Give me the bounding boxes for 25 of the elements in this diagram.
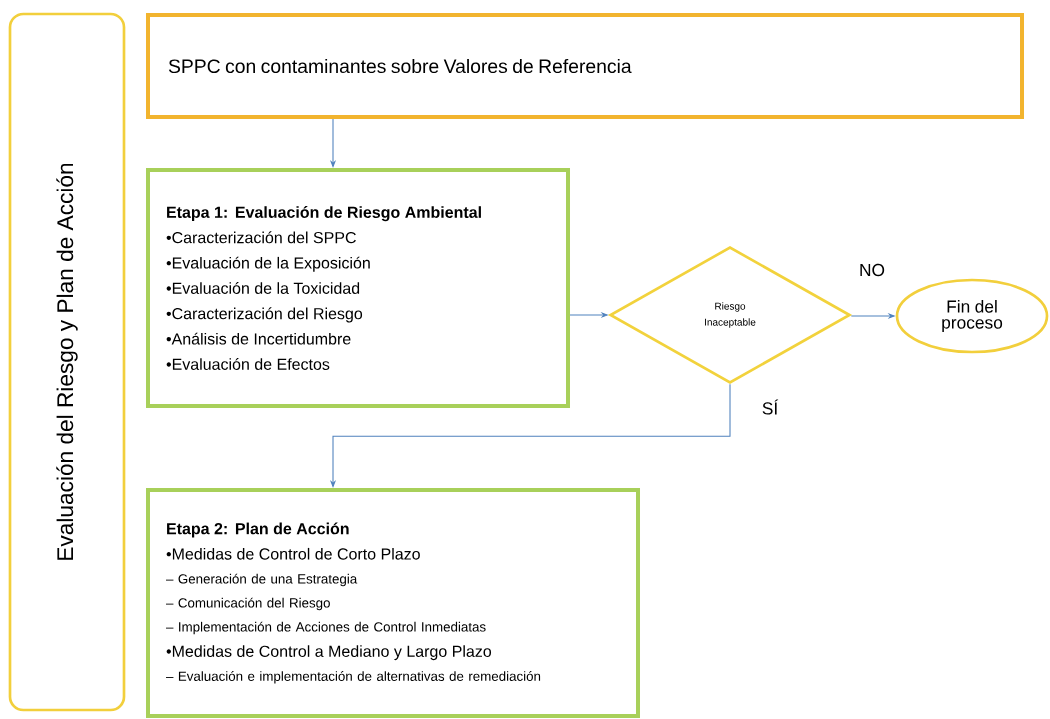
bullet-item: •Caracterización del Riesgo (166, 307, 363, 323)
box-heading: Etapa 2: Plan de Acción (167, 522, 349, 538)
edge-label: SÍ (762, 399, 779, 415)
bullet-item: •Medidas de Control a Mediano y Largo Plazo (166, 645, 492, 661)
dash-item: – Comunicación del Riesgo (166, 597, 330, 611)
dash-item: – Implementación de Acciones de Control Inmediatas (166, 621, 486, 635)
bullet-item: •Caracterización del SPPC (166, 231, 356, 244)
box-heading: Etapa 1: Evaluación de Riesgo Ambiental (167, 206, 481, 222)
dash-item: – Evaluación e implementación de alternativas de remediación (166, 671, 541, 684)
terminal-ellipse (895, 278, 1049, 354)
side-band (8, 12, 126, 712)
process-box (146, 488, 640, 718)
box-text: SPPC con contaminantes sobre Valores de Referencia (168, 58, 632, 74)
terminal-text: Fin del proceso (942, 299, 1003, 333)
edge-label: NO (860, 263, 885, 277)
bullet-item: •Evaluación de la Toxicidad (166, 282, 360, 294)
bullet-item: •Evaluación de la Exposición (166, 256, 370, 272)
band-title: Evaluación del Riesgo y Plan de Acción (56, 163, 78, 560)
dash-item: – Generación de una Estrategia (166, 573, 358, 587)
process-box (146, 168, 570, 408)
bullet-item: •Análisis de Incertidumbre (166, 332, 351, 345)
bullet-item: •Evaluación de Efectos (166, 358, 330, 370)
decision-text: Riesgo Inaceptable (705, 302, 756, 328)
process-box (146, 13, 1024, 119)
bullet-item: •Medidas de Control de Corto Plazo (166, 547, 420, 560)
